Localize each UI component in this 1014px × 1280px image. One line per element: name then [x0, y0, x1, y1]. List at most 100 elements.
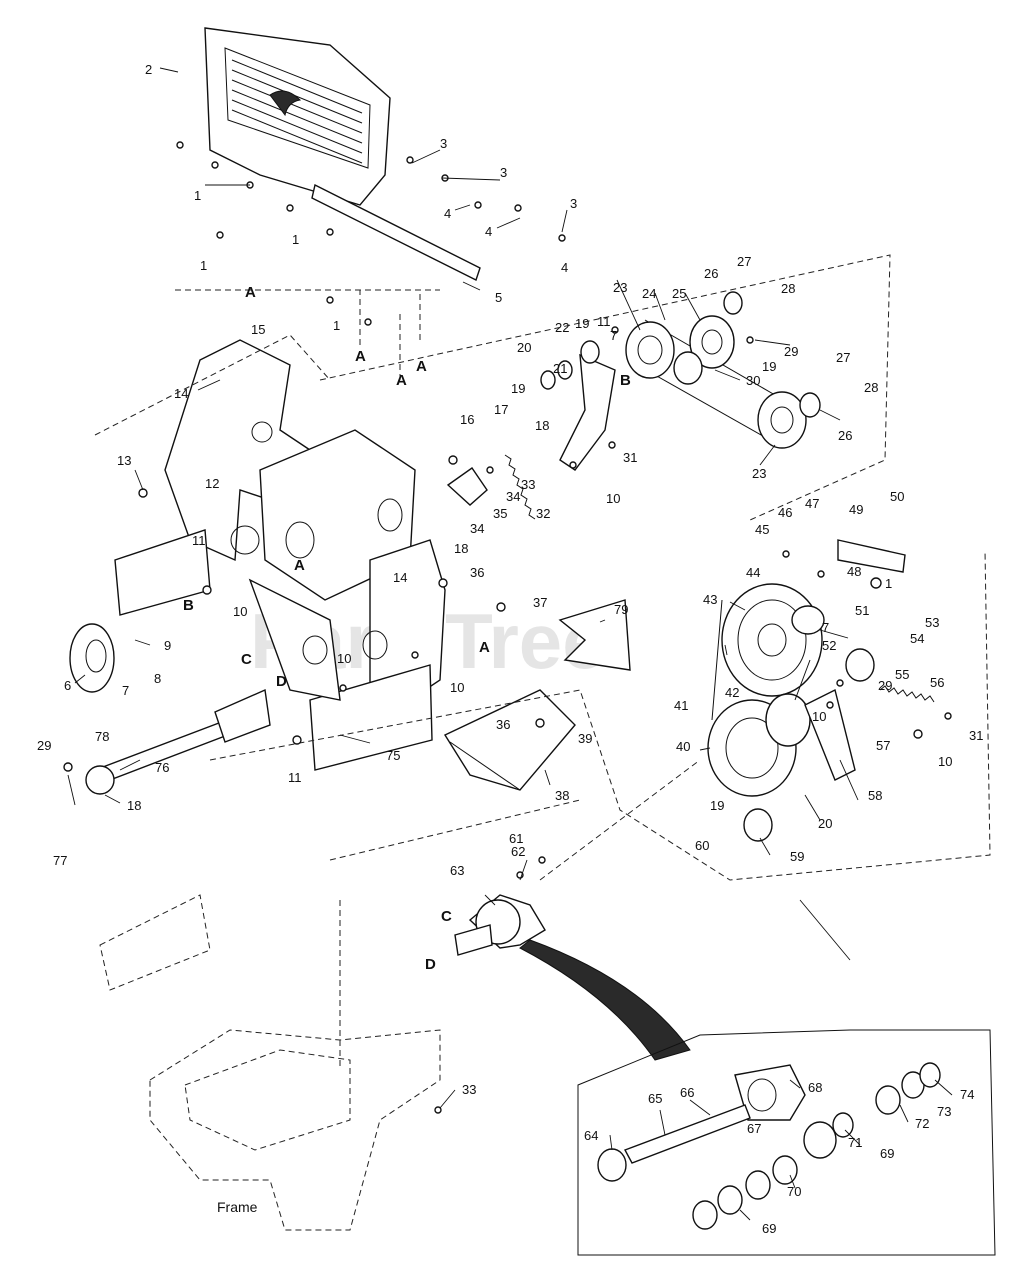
- callout-c72: 72: [915, 1116, 929, 1131]
- reference-rA3: A: [396, 372, 407, 389]
- callout-c73: 73: [937, 1104, 951, 1119]
- callout-c10b: 10: [337, 651, 351, 666]
- callout-c25: 25: [672, 286, 686, 301]
- callout-c4b: 4: [485, 224, 492, 239]
- callout-c22: 22: [555, 320, 569, 335]
- callout-c41: 41: [674, 698, 688, 713]
- callout-c3b: 3: [500, 165, 507, 180]
- callout-c56: 56: [930, 675, 944, 690]
- callout-c29a: 29: [784, 344, 798, 359]
- callout-c44: 44: [746, 565, 760, 580]
- callout-c63: 63: [450, 863, 464, 878]
- callout-c10f: 10: [938, 754, 952, 769]
- callout-c1a: 1: [194, 188, 201, 203]
- reference-rB1: B: [620, 372, 631, 389]
- callout-c39: 39: [578, 731, 592, 746]
- callout-c14b: 14: [393, 570, 407, 585]
- callout-c36a: 36: [470, 565, 484, 580]
- callout-c18c: 18: [127, 798, 141, 813]
- callout-c79: 79: [614, 602, 628, 617]
- callout-c35: 35: [493, 506, 507, 521]
- callout-c17: 17: [494, 402, 508, 417]
- callout-c6: 6: [64, 678, 71, 693]
- callout-c1b: 1: [292, 232, 299, 247]
- callout-c70: 70: [787, 1184, 801, 1199]
- driveshaft-76: [85, 688, 271, 795]
- callout-c20a: 20: [517, 340, 531, 355]
- callout-c7c: 7: [610, 328, 617, 343]
- callout-c7b: 7: [822, 620, 829, 635]
- callout-c24: 24: [642, 286, 656, 301]
- callout-c30: 30: [746, 373, 760, 388]
- callout-c7a: 7: [122, 683, 129, 698]
- callout-c29c: 29: [878, 678, 892, 693]
- callout-c26b: 26: [838, 428, 852, 443]
- callout-c37: 37: [533, 595, 547, 610]
- callout-c69b: 69: [880, 1146, 894, 1161]
- callout-c52: 52: [822, 638, 836, 653]
- callout-c36b: 36: [496, 717, 510, 732]
- frame-outline: [99, 894, 441, 1231]
- callout-c58: 58: [868, 788, 882, 803]
- callout-c3a: 3: [440, 136, 447, 151]
- callout-c48: 48: [847, 564, 861, 579]
- callout-c77: 77: [53, 853, 67, 868]
- callout-c21: 21: [553, 361, 567, 376]
- callout-c62: 62: [511, 844, 525, 859]
- idler-arm: [540, 340, 616, 471]
- callout-c10e: 10: [812, 709, 826, 724]
- reference-rA5: A: [294, 557, 305, 574]
- callout-c33b: 33: [462, 1082, 476, 1097]
- detail-inset: [577, 1029, 996, 1256]
- callout-c33a: 33: [521, 477, 535, 492]
- callout-c10a: 10: [233, 604, 247, 619]
- reference-rC1: C: [241, 651, 252, 668]
- callout-c9: 9: [164, 638, 171, 653]
- callout-c31a: 31: [623, 450, 637, 465]
- callout-c4a: 4: [444, 206, 451, 221]
- callout-c14a: 14: [174, 386, 188, 401]
- callout-c15: 15: [251, 322, 265, 337]
- callout-c10c: 10: [450, 680, 464, 695]
- callout-c38: 38: [555, 788, 569, 803]
- callout-c53: 53: [925, 615, 939, 630]
- callout-c3c: 3: [570, 196, 577, 211]
- reference-rA4: A: [416, 358, 427, 375]
- callout-c74: 74: [960, 1087, 974, 1102]
- callout-c29b: 29: [37, 738, 51, 753]
- reference-rD2: D: [425, 956, 436, 973]
- callout-c5: 5: [495, 290, 502, 305]
- footplate-38: [443, 689, 576, 791]
- callout-c18a: 18: [535, 418, 549, 433]
- callout-c16: 16: [460, 412, 474, 427]
- reference-rD1: D: [276, 673, 287, 690]
- callout-c11a: 11: [288, 770, 302, 785]
- callout-c49: 49: [849, 502, 863, 517]
- callout-c11b: 11: [192, 533, 206, 548]
- callout-c40: 40: [676, 739, 690, 754]
- callout-c20b: 20: [818, 816, 832, 831]
- callout-c1d: 1: [333, 318, 340, 333]
- callout-c67: 67: [747, 1121, 761, 1136]
- clutch-pulley-assembly: [707, 539, 906, 842]
- callout-c60: 60: [695, 838, 709, 853]
- callout-c18b: 18: [454, 541, 468, 556]
- callout-c1c: 1: [200, 258, 207, 273]
- callout-c23b: 23: [752, 466, 766, 481]
- spring-56: [879, 685, 935, 703]
- callout-c64: 64: [584, 1128, 598, 1143]
- callout-c19b: 19: [575, 316, 589, 331]
- callout-c47: 47: [805, 496, 819, 511]
- callout-c61: 61: [509, 831, 523, 846]
- callout-c34b: 34: [470, 521, 484, 536]
- callout-c2: 2: [145, 62, 152, 77]
- callout-c23a: 23: [613, 280, 627, 295]
- callout-c65: 65: [648, 1091, 662, 1106]
- callout-c13: 13: [117, 453, 131, 468]
- callout-c50: 50: [890, 489, 904, 504]
- callout-c51: 51: [855, 603, 869, 618]
- callout-c55: 55: [895, 667, 909, 682]
